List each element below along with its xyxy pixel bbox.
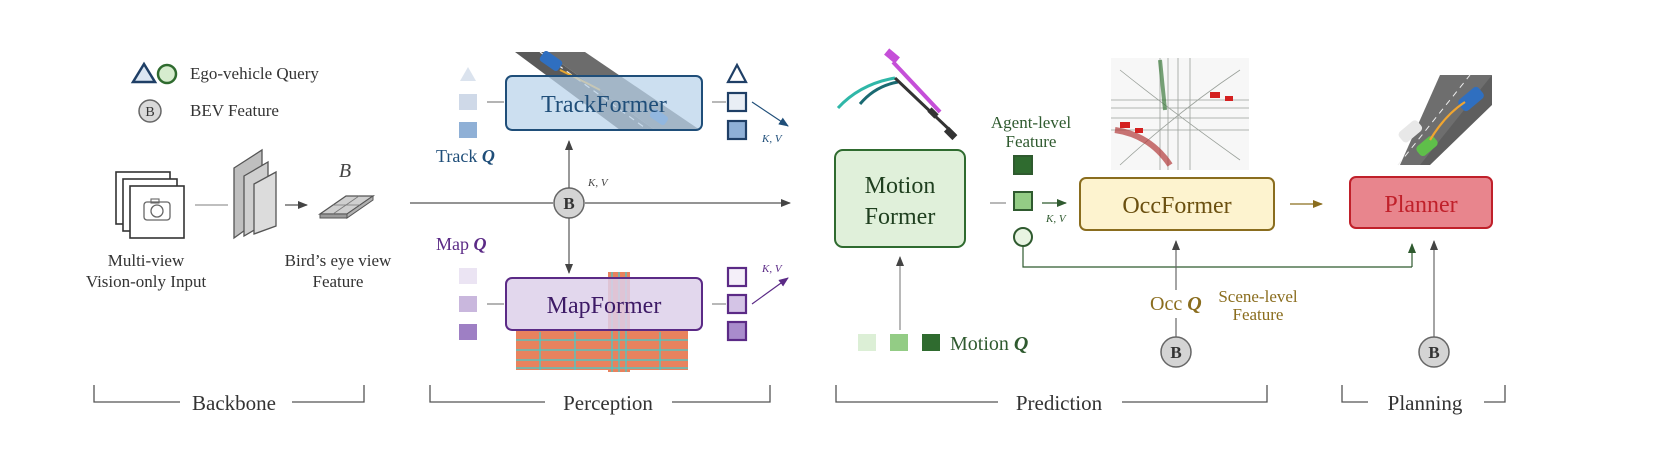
track-query-inputs <box>459 67 477 138</box>
input-label-line2: Vision-only Input <box>86 272 207 291</box>
occ-kv-label: K, V <box>1045 213 1067 225</box>
ego-query-circle-icon <box>156 63 178 85</box>
stage-brackets <box>93 385 1506 403</box>
agent-level-label-line2: Feature <box>1006 132 1057 151</box>
legend: Ego-vehicle Query B BEV Feature <box>130 61 319 123</box>
agent-level-feature-outputs <box>1013 155 1033 247</box>
bev-feature-icon <box>138 99 162 123</box>
occ-q-label: Occ Q <box>1150 293 1202 315</box>
motion-query-inputs <box>858 334 940 351</box>
motionformer-label-line2: Former <box>865 204 936 230</box>
motionformer-box <box>834 149 966 248</box>
scene-level-label-line1: Scene-level <box>1218 287 1298 306</box>
planning-section: Planner B <box>1290 74 1493 368</box>
planner-box <box>1349 176 1493 229</box>
trackformer-box <box>505 75 703 131</box>
track-q-label: Track Q <box>436 146 495 166</box>
bev-label-line1: Bird’s eye view <box>285 251 392 270</box>
agent-level-label-line1: Agent-level <box>991 113 1072 132</box>
perception-kv-label: K, V <box>587 177 609 189</box>
backbone-network-icon <box>233 148 277 240</box>
stage-label-perception: Perception <box>563 391 653 415</box>
scene-level-label-line2: Feature <box>1233 305 1284 324</box>
perception-section: B K, V Track Q TrackFormer <box>410 50 791 372</box>
track-kv-label: K, V <box>761 133 783 145</box>
occ-bev-symbol: B <box>1170 343 1181 362</box>
occformer-box <box>1079 177 1275 231</box>
occ-bev-node <box>1160 336 1192 368</box>
legend-bev-symbol: B <box>145 105 154 120</box>
occupancy-map-image <box>1111 58 1249 170</box>
bev-grid-icon <box>317 195 376 219</box>
ego-query-triangle-icon <box>130 61 158 84</box>
motion-trajectory-image <box>836 48 958 141</box>
occformer-label: OccFormer <box>1122 193 1231 219</box>
perception-bev-symbol: B <box>563 194 574 213</box>
planner-bev-node <box>1418 336 1450 368</box>
motionformer-label-line1: Motion <box>865 173 936 199</box>
prediction-section: Motion Former Motion Q Agent-level Featu… <box>834 48 1416 368</box>
map-kv-label: K, V <box>761 263 783 275</box>
track-query-outputs <box>726 62 748 141</box>
mapformer-label: MapFormer <box>547 293 662 319</box>
mapformer-box <box>505 277 703 331</box>
stage-label-prediction: Prediction <box>1016 391 1103 415</box>
map-query-outputs <box>726 266 748 342</box>
planner-label: Planner <box>1384 192 1457 218</box>
map-q-label: Map Q <box>436 234 487 254</box>
planning-road-image <box>1360 74 1492 166</box>
motion-q-label: Motion Q <box>950 333 1028 355</box>
multi-view-camera-icon <box>115 171 185 239</box>
bev-letter: B <box>339 160 351 182</box>
stage-label-planning: Planning <box>1388 391 1463 415</box>
planner-bev-symbol: B <box>1428 343 1439 362</box>
input-label-line1: Multi-view <box>108 251 185 270</box>
trackformer-label: TrackFormer <box>541 92 667 118</box>
stage-label-backbone: Backbone <box>192 391 276 415</box>
map-query-inputs <box>459 268 477 340</box>
bev-label-line2: Feature <box>313 272 364 291</box>
legend-ego-query-label: Ego-vehicle Query <box>190 64 319 83</box>
backbone-section: B Multi-view Vision-only Input Bird’s ey… <box>86 148 392 291</box>
legend-bev-feature-label: BEV Feature <box>190 101 279 120</box>
